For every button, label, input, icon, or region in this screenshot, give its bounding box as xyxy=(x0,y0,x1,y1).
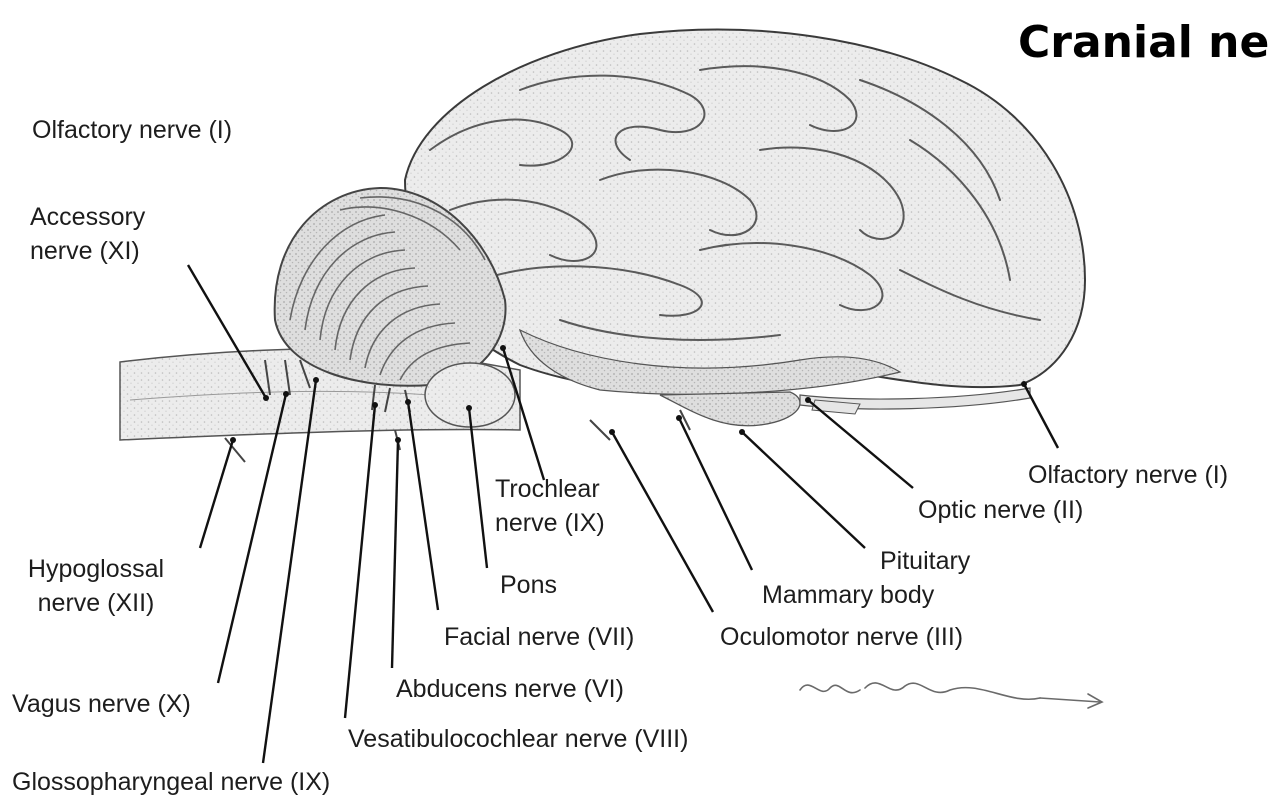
artist-signature xyxy=(800,683,1102,708)
label-pituitary: Pituitary xyxy=(880,544,970,578)
label-trochlear-line1: Trochlear xyxy=(495,472,600,506)
label-glossopharyngeal-nerve: Glossopharyngeal nerve (IX) xyxy=(12,765,330,799)
label-olfactory-nerve-right: Olfactory nerve (I) xyxy=(1028,458,1228,492)
label-mammary-body: Mammary body xyxy=(762,578,934,612)
label-abducens-nerve: Abducens nerve (VI) xyxy=(396,672,624,706)
label-trochlear-line2: nerve (IX) xyxy=(495,506,605,540)
label-facial-nerve: Facial nerve (VII) xyxy=(444,620,634,654)
label-vagus-nerve: Vagus nerve (X) xyxy=(12,687,191,721)
label-accessory-line2: nerve (XI) xyxy=(30,234,140,268)
label-olfactory-nerve-top: Olfactory nerve (I) xyxy=(32,113,232,147)
cerebrum xyxy=(405,30,1085,395)
label-oculomotor-nerve: Oculomotor nerve (III) xyxy=(720,620,963,654)
label-hypoglossal-line2: nerve (XII) xyxy=(10,586,182,620)
label-accessory-line1: Accessory xyxy=(30,200,145,234)
label-hypoglossal-line1: Hypoglossal xyxy=(10,552,182,586)
label-vestibulocochlear-nerve: Vesatibulocochlear nerve (VIII) xyxy=(348,722,688,756)
page-title: Cranial ne xyxy=(1018,14,1269,72)
label-optic-nerve: Optic nerve (II) xyxy=(918,493,1083,527)
label-pons: Pons xyxy=(500,568,557,602)
